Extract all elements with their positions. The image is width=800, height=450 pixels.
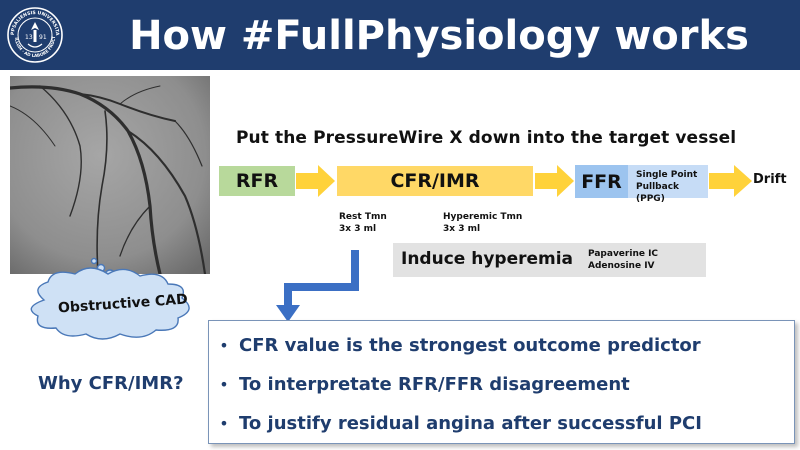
reason-text: CFR value is the strongest outcome predi… bbox=[239, 334, 701, 356]
hyperemic-tmn-line-2: 3x 3 ml bbox=[443, 224, 481, 234]
reason-text: To justify residual angina after success… bbox=[239, 412, 702, 434]
rest-tmn: Rest Tmn 3x 3 ml bbox=[339, 211, 387, 235]
ppg-line-1: Single Point bbox=[636, 170, 698, 180]
arrow-right-icon bbox=[535, 165, 574, 197]
hyperemia-agent-2: Adenosine IV bbox=[588, 261, 655, 271]
induce-hyperemia-box: Induce hyperemia Papaverine IC Adenosine… bbox=[393, 243, 706, 277]
list-item: • To interpretate RFR/FFR disagreement bbox=[209, 366, 796, 402]
rest-tmn-line-1: Rest Tmn bbox=[339, 212, 387, 222]
list-item: • CFR value is the strongest outcome pre… bbox=[209, 327, 796, 363]
bullet-icon: • bbox=[219, 374, 229, 394]
page-title: How #FullPhysiology works bbox=[129, 13, 749, 59]
seal-year-left: 13 bbox=[25, 34, 33, 41]
list-item: • To justify residual angina after succe… bbox=[209, 405, 796, 441]
ppg-line-2: Pullback (PPG) bbox=[636, 182, 680, 204]
reasons-box: • CFR value is the strongest outcome pre… bbox=[208, 320, 795, 444]
rest-tmn-line-2: 3x 3 ml bbox=[339, 224, 377, 234]
bent-arrow-icon bbox=[276, 250, 359, 322]
instruction-text: Put the PressureWire X down into the tar… bbox=[236, 128, 737, 148]
rfr-box: RFR bbox=[219, 166, 295, 196]
hyperemic-tmn: Hyperemic Tmn 3x 3 ml bbox=[443, 211, 522, 235]
hyperemia-agent-1: Papaverine IC bbox=[588, 249, 659, 259]
arrow-right-icon bbox=[709, 165, 752, 197]
drift-label: Drift bbox=[753, 172, 787, 187]
angiography-image bbox=[10, 76, 210, 274]
bullet-icon: • bbox=[219, 413, 229, 433]
why-cfr-imr-label: Why CFR/IMR? bbox=[38, 373, 184, 394]
cfr-imr-box: CFR/IMR bbox=[337, 166, 533, 196]
ppg-box: Single Point Pullback (PPG) bbox=[628, 165, 708, 204]
bullet-icon: • bbox=[219, 335, 229, 355]
hyperemia-agents: Papaverine IC Adenosine IV bbox=[588, 248, 658, 272]
obstructive-cad-callout: Obstructive CAD bbox=[57, 291, 189, 317]
induce-hyperemia-label: Induce hyperemia bbox=[401, 249, 574, 269]
ffr-box: FFR bbox=[575, 165, 628, 198]
arrow-right-icon bbox=[296, 165, 335, 197]
university-seal-icon: UPPSALIENSIS UNIVERSITAS SIGILLUM · AD L… bbox=[6, 6, 63, 63]
reason-text: To interpretate RFR/FFR disagreement bbox=[239, 373, 630, 395]
seal-year-right: 91 bbox=[39, 34, 47, 41]
hyperemic-tmn-line-1: Hyperemic Tmn bbox=[443, 212, 523, 222]
header-bar: UPPSALIENSIS UNIVERSITAS SIGILLUM · AD L… bbox=[0, 0, 800, 70]
